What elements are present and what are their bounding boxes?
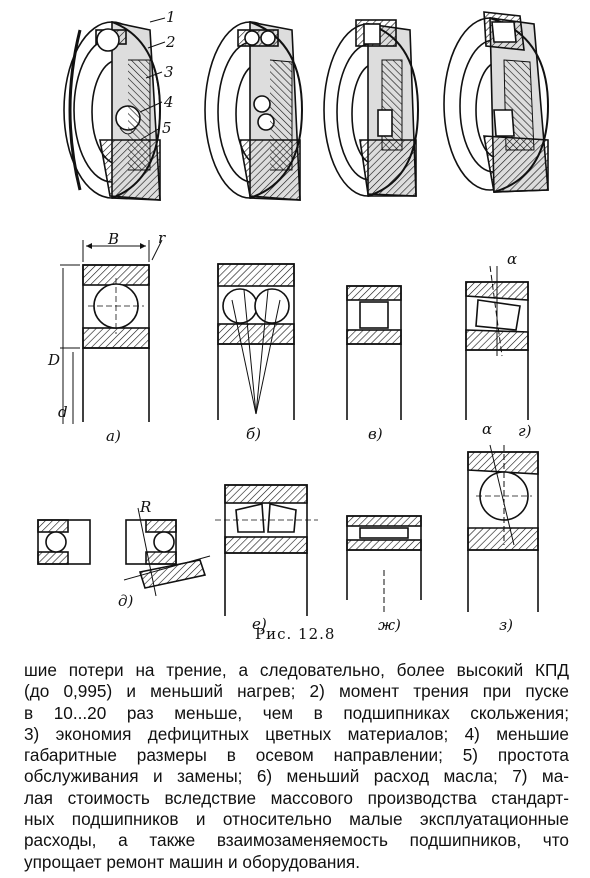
- section-v-cylindrical: [346, 285, 402, 420]
- subfig-label-b: б): [246, 425, 261, 443]
- bearing-illustration-tapered-roller: [443, 11, 550, 193]
- callout-2: 2: [165, 33, 176, 51]
- subfig-label-g: г): [518, 422, 532, 440]
- text-line: ных подшипников и относительно малые экс…: [24, 809, 569, 830]
- callout-4: 4: [163, 93, 174, 111]
- text-line: шие потери на трение, а следовательно, б…: [24, 660, 569, 680]
- dim-label-B: B: [107, 230, 119, 248]
- section-g-tapered: [465, 265, 529, 420]
- text-line: (до 0,995) и меньший нагрев; 2) момент т…: [24, 681, 569, 702]
- text-line: упрощает ремонт машин и оборудования.: [24, 851, 361, 872]
- section-d-spherical-outer: [37, 507, 211, 597]
- bearing-illustration-self-aligning: [204, 21, 304, 201]
- text-line: расходы, а также взаимозаменяемость подш…: [24, 830, 569, 851]
- bearing-illustration-cylindrical-roller: [323, 19, 420, 197]
- section-z-angular-contact: [467, 444, 539, 612]
- dim-label-alpha-2: α: [482, 420, 492, 438]
- callout-3: 3: [164, 63, 174, 81]
- dim-label-R: R: [139, 498, 151, 516]
- subfig-label-z: з): [499, 616, 513, 634]
- dim-label-alpha-1: α: [507, 250, 517, 268]
- bearing-illustration-ball: [63, 17, 166, 201]
- text-line: 3) экономия дефицитных цветных материало…: [24, 723, 569, 744]
- callout-1: 1: [166, 8, 176, 26]
- subfig-label-d: д): [118, 592, 134, 610]
- figure-caption: Рис. 12.8: [255, 625, 336, 643]
- callout-5: 5: [162, 119, 172, 137]
- text-line: габаритные размеры в осевом направлении;…: [24, 745, 569, 766]
- section-a-ball: [60, 239, 163, 424]
- subfig-label-zh: ж): [378, 616, 401, 634]
- subfig-label-v: в): [368, 425, 383, 443]
- text-line: в 10...20 раз меньше, чем в подшипниках …: [24, 702, 569, 723]
- dim-label-d: d: [58, 403, 68, 421]
- section-zh-needle: [346, 515, 422, 612]
- section-b-self-aligning: [217, 263, 295, 420]
- subfig-label-e: е): [252, 615, 267, 633]
- text-line: лая стоимость вследствие массового произ…: [24, 787, 569, 808]
- text-line: обслуживания и замены; 6) меньший расход…: [24, 766, 569, 787]
- dim-label-r: r: [158, 229, 166, 247]
- subfig-label-a: а): [106, 427, 121, 445]
- bearing-figure: 1 2 3 4 5: [37, 8, 550, 634]
- section-e-spherical-roller: [215, 484, 318, 616]
- dim-label-D: D: [47, 351, 60, 369]
- body-paragraph: шие потери на трение, а следовательно, б…: [24, 660, 569, 873]
